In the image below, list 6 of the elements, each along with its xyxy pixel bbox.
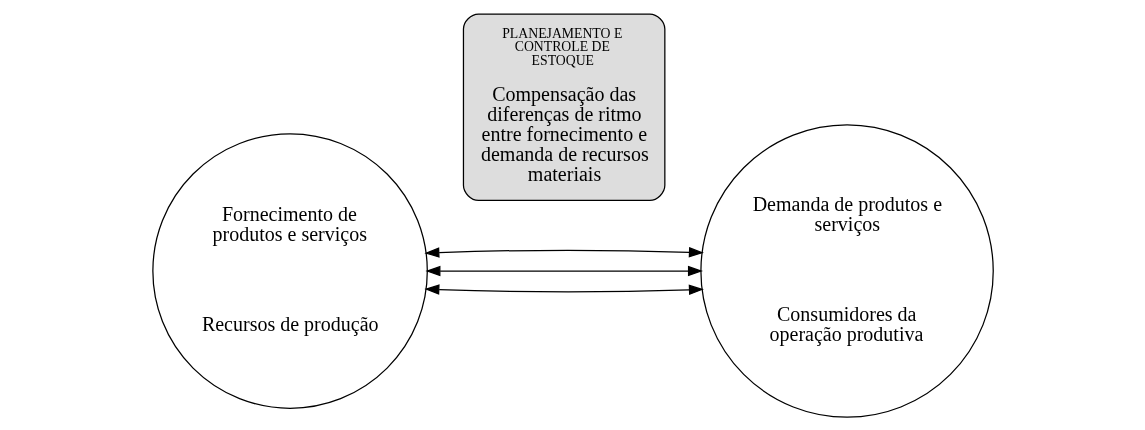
arrow (423, 283, 704, 295)
node-box: PLANEJAMENTO E CONTROLE DE ESTOQUE Compensação das diferenças de ritmo entre fornecimento e demanda de recursos materiais (462, 12, 665, 201)
node-circle: Demanda de produtos e serviços Consumidores da operação produtiva (699, 123, 994, 418)
arrow (423, 246, 704, 258)
arrow (424, 265, 703, 276)
node-circle: Fornecimento de produtos e serviços Recursos de produção (151, 132, 428, 409)
